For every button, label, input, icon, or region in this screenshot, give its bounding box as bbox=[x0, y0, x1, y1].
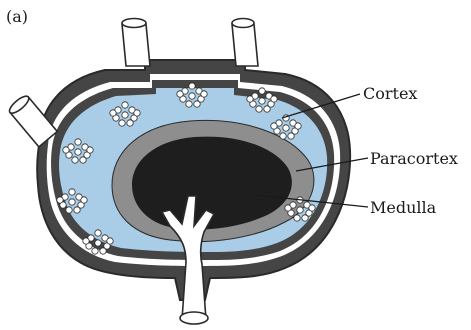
follicle-cell bbox=[92, 248, 98, 254]
follicle-cell bbox=[189, 83, 195, 89]
follicle-cell bbox=[81, 197, 87, 203]
follicle-cell bbox=[259, 98, 265, 104]
follicle-cell bbox=[259, 88, 265, 94]
follicle-cell bbox=[75, 139, 81, 145]
follicle-cell bbox=[74, 207, 80, 213]
follicle-cell bbox=[57, 197, 63, 203]
medulla-label: Medulla bbox=[370, 198, 437, 217]
follicle-cell bbox=[271, 123, 277, 129]
paracortex-label: Paracortex bbox=[370, 149, 458, 168]
follicle-cell bbox=[247, 96, 253, 102]
follicle-cell bbox=[189, 93, 195, 99]
follicle-cell bbox=[122, 112, 128, 118]
efferent-vessel-opening bbox=[180, 312, 208, 324]
follicle-cell bbox=[95, 240, 101, 246]
follicle-cell bbox=[288, 133, 294, 139]
follicle-cell bbox=[72, 157, 78, 163]
follicle-cell bbox=[264, 106, 270, 112]
follicle-cell bbox=[87, 147, 93, 153]
afferent-vessel-left bbox=[122, 24, 150, 66]
follicle-cell bbox=[63, 147, 69, 153]
follicle-cell bbox=[69, 199, 75, 205]
follicle-cell bbox=[134, 110, 140, 116]
follicle-cell bbox=[201, 91, 207, 97]
follicle-cell bbox=[186, 101, 192, 107]
follicle-cell bbox=[80, 157, 86, 163]
follicle-cell bbox=[110, 110, 116, 116]
follicle-cell bbox=[256, 106, 262, 112]
follicle-cell bbox=[302, 215, 308, 221]
follicle-cell bbox=[280, 133, 286, 139]
cortex-label: Cortex bbox=[363, 84, 417, 103]
follicle-cell bbox=[294, 215, 300, 221]
follicle-cell bbox=[297, 207, 303, 213]
afferent-vessel-right-opening bbox=[232, 19, 254, 28]
follicle-cell bbox=[271, 96, 277, 102]
follicle-cell bbox=[127, 120, 133, 126]
follicle-cell bbox=[122, 102, 128, 108]
afferent-vessel-left-opening bbox=[122, 19, 146, 28]
follicle-cell bbox=[295, 123, 301, 129]
follicle-cell bbox=[69, 189, 75, 195]
follicle-cell bbox=[285, 205, 291, 211]
follicle-cell bbox=[83, 238, 89, 244]
follicle-cell bbox=[75, 149, 81, 155]
afferent-vessel-right bbox=[232, 24, 258, 66]
follicle-cell bbox=[95, 230, 101, 236]
follicle-cell bbox=[100, 248, 106, 254]
follicle-cell bbox=[283, 125, 289, 131]
follicle-cell bbox=[66, 207, 72, 213]
follicle-cell bbox=[177, 91, 183, 97]
follicle-cell bbox=[119, 120, 125, 126]
panel-label: (a) bbox=[6, 7, 28, 26]
follicle-cell bbox=[107, 238, 113, 244]
follicle-cell bbox=[194, 101, 200, 107]
follicle-cell bbox=[309, 205, 315, 211]
